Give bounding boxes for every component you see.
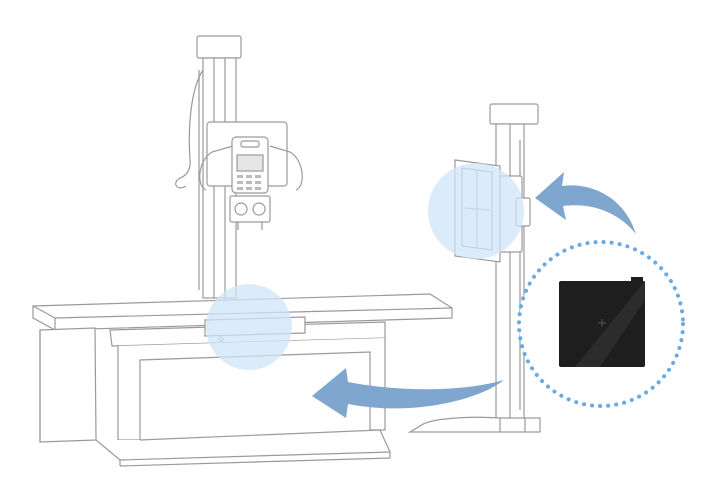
table-bucky-highlight: [206, 284, 292, 370]
wall-stand-highlight: [428, 163, 524, 259]
flat-panel-detector-icon: [559, 277, 645, 367]
curved-arrow-icon: [312, 368, 504, 418]
curved-arrow-icon: [535, 172, 636, 234]
tube-head-control-unit: [199, 121, 303, 230]
wall-bucky-stand: [407, 103, 541, 433]
